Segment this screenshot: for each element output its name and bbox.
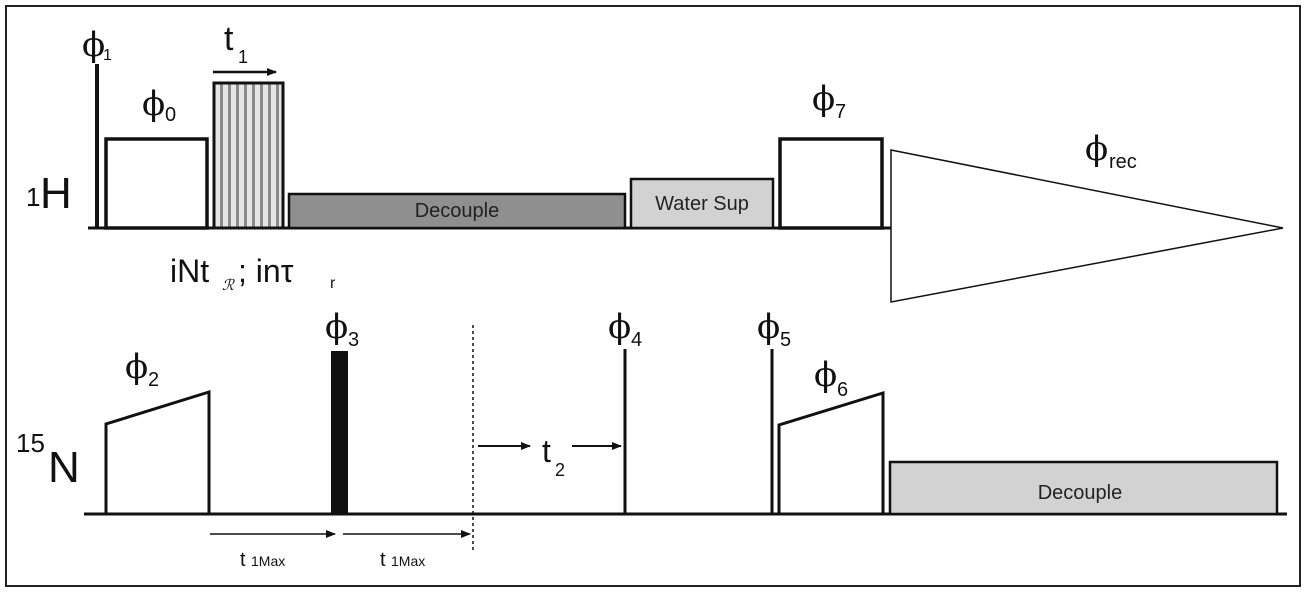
t1-label-sub: 1 [238,47,248,67]
phi7-sub: 7 [835,101,846,123]
phi0-sub: 0 [165,104,176,126]
n15-channel-symbol: N [48,443,80,492]
h1-channel-symbol: H [40,169,72,218]
phi7-symbol: ϕ [812,79,835,119]
phi2-symbol: ϕ [125,347,148,387]
n15-ramp-cp-phi6 [777,390,885,516]
h1-decouple-label: Decouple [415,200,500,222]
phi1-sub: 1 [103,47,112,64]
t1max-a-sub: 1Max [251,553,285,569]
phi3-sub: 3 [348,329,359,351]
n15-pi-pulse-phi3 [331,351,348,514]
recoupling-label-sub: r [330,275,336,292]
diagram-frame [5,5,1301,587]
recoupling-label-mid: ; inτ [238,253,294,289]
t1-label-main: t [224,20,234,58]
phi6-sub: 6 [837,379,848,401]
h1-channel: 1 H ϕ 1 ϕ 0 t 1 iNt ℛ ; inτ r Decouple W… [26,20,1284,303]
h1-recoupling-block [212,81,285,230]
phi1-symbol: ϕ [82,25,105,65]
phi4-sub: 4 [631,329,642,351]
phi5-sub: 5 [780,329,791,351]
n15-ramp-cp-phi2 [104,389,211,516]
h1-cp-block-phi0 [104,137,209,230]
phi2-sub: 2 [148,369,159,391]
phi5-symbol: ϕ [757,307,780,347]
t2-label-main: t [542,433,551,469]
h1-decouple-block [287,192,627,230]
n15-decouple-block [888,460,1279,516]
phi3-symbol: ϕ [325,307,348,347]
n15-channel: 15 N ϕ 2 ϕ 3 t 1Max t 1Max t 2 ϕ 4 ϕ 5 [16,307,1287,571]
n15-channel-sup: 15 [16,428,45,458]
phi4-symbol: ϕ [608,307,631,347]
recoupling-label-script: ℛ [222,276,235,294]
n15-decouple-label: Decouple [1038,482,1123,504]
phi0-symbol: ϕ [142,84,165,124]
t1max-b-main: t [380,549,386,571]
t1max-b-sub: 1Max [391,553,425,569]
phirec-symbol: ϕ [1085,129,1108,169]
h1-channel-sup: 1 [26,182,40,212]
acquisition-fid [890,149,1284,303]
t1max-a-main: t [240,549,246,571]
water-sup-block [629,177,775,230]
h1-cp-block-phi7 [778,137,884,230]
t2-label-sub: 2 [555,460,565,480]
recoupling-label-prefix: iNt [170,253,209,289]
phirec-sub: rec [1109,151,1137,173]
phi6-symbol: ϕ [814,355,837,395]
water-sup-label: Water Sup [655,193,749,215]
